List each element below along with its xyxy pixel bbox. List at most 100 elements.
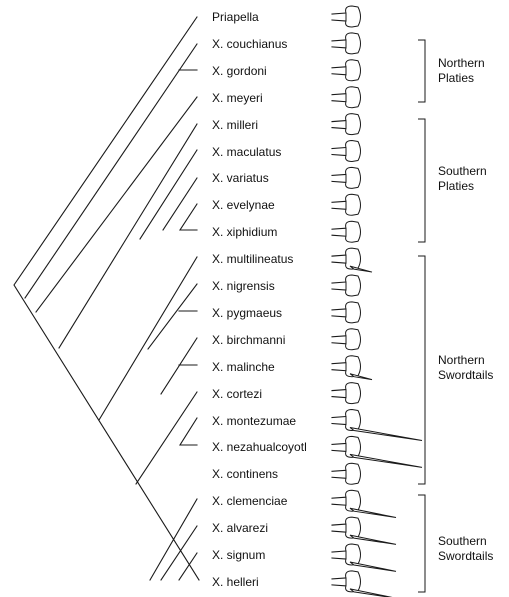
tail-peduncle [331,496,347,506]
tail-fin-plain [331,32,361,55]
group-label-line: Swordtails [438,549,494,563]
taxon-label: X. meyeri [212,90,263,105]
taxon-label: X. variatus [212,171,269,186]
taxon-label: X. continens [212,467,279,482]
tail-peduncle [331,469,347,479]
taxon-label: Priapella [212,10,259,24]
taxon-label: X. gordoni [212,63,267,78]
caudal-fin [345,489,361,512]
caudal-fin [345,382,361,405]
taxon-label: X. alvarezi [212,521,269,536]
tail-fin-plain [331,220,361,243]
group-bracket [418,255,426,485]
tail-fin-plain [331,86,361,109]
tail-peduncle [331,415,347,426]
tail-fin-plain [331,462,361,485]
tail-fin-plain [331,113,361,136]
caudal-fin [345,543,361,566]
tree-branches [13,16,200,581]
tail-peduncle [331,200,347,210]
tail-fin-plain [331,328,361,351]
taxon-label: X. nezahualcoyotl [212,440,307,455]
taxon-label: X. maculatus [212,144,282,159]
caudal-fin [345,570,361,593]
caudal-fin [345,462,361,485]
tail-peduncle [331,442,347,452]
tail-fin-plain [331,274,361,297]
caudal-fin [345,220,361,243]
tail-peduncle [331,550,347,560]
tail-peduncle [331,227,347,237]
tail-fin-plain [331,166,361,189]
group-label-line: Southern [438,164,487,178]
taxon-label: X. malinche [212,359,275,374]
tail-fin-sword [331,489,397,519]
taxon-label: X. nigrensis [212,279,275,293]
group-bracket [418,118,426,243]
tail-peduncle [331,254,347,264]
sword-extension [349,561,397,572]
tail-fin-plain [331,5,361,28]
caudal-fin [345,355,361,378]
tail-peduncle [331,66,347,76]
tail-peduncle [331,173,347,183]
taxon-label: X. xiphidium [212,225,278,240]
group-bracket [418,494,426,593]
sword-extension [349,427,423,441]
caudal-fin [345,274,361,297]
caudal-fin [345,328,361,351]
taxon-label: X. signum [212,548,266,562]
caudal-fin [345,5,361,28]
taxon-label: X. pygmaeus [212,305,283,320]
tail-peduncle [331,523,347,533]
caudal-fin [345,409,361,431]
group-label-northern-swordtails: Northern Swordtails [438,353,508,383]
sword-extension [349,265,373,273]
group-label-line: Southern [438,534,487,548]
tail-fin-long-sword [331,435,423,468]
group-label-line: Platies [438,179,475,193]
group-bracket [418,39,426,103]
tail-peduncle [331,308,347,318]
taxon-label: X. couchianus [212,36,288,51]
tail-peduncle [331,335,347,345]
sword-extension [349,373,373,381]
group-label-southern-platies: Southern Platies [438,164,508,194]
tail-peduncle [331,281,347,291]
tail-fin-long-sword [331,409,423,441]
sword-extension [349,453,423,468]
caudal-fin [345,113,361,136]
caudal-fin [345,32,361,55]
tail-fin-short-sword [331,355,373,381]
taxon-label: X. montezumae [212,413,297,428]
tail-fin-plain [331,140,361,162]
caudal-fin [345,140,361,162]
tail-peduncle [331,577,347,587]
group-brackets [418,39,426,593]
group-label-line: Northern [438,353,485,367]
taxon-label: X. clemenciae [212,494,288,509]
taxon-label: X. birchmanni [212,332,286,347]
group-label-southern-swordtails: Southern Swordtails [438,534,508,564]
taxon-label: X. multilineatus [212,252,294,267]
taxon-label: X. milleri [212,117,259,132]
sword-extension [349,588,393,597]
tail-fin-short-sword [331,247,373,273]
caudal-fin [345,86,361,109]
caudal-fin [345,247,361,270]
taxon-label: X. evelynae [212,198,275,213]
tail-fin-plain [331,382,361,405]
group-label-northern-platies: Northern Platies [438,56,508,86]
tail-peduncle [331,389,347,399]
tail-fin-sword [331,570,393,597]
tail-illustrations [331,5,423,597]
caudal-fin [345,166,361,189]
tail-peduncle [331,362,347,372]
taxon-label: X. cortezi [212,386,263,401]
tail-fin-sword [331,516,397,545]
taxon-label: X. helleri [212,574,259,589]
sword-extension [349,534,397,545]
tail-fin-plain [331,301,361,324]
caudal-fin [345,435,361,458]
tail-peduncle [331,120,347,130]
